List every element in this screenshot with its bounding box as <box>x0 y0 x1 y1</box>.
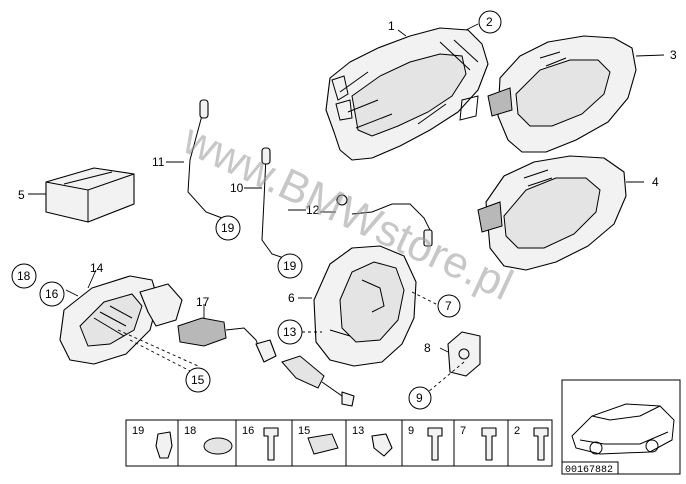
car-thumbnail: 00167882 <box>561 379 681 476</box>
legend-number-7: 7 <box>460 425 466 437</box>
callout-2-circle: 2 <box>478 10 502 34</box>
legend-icon-screw-7 <box>481 427 497 461</box>
part-3-outer-handle <box>487 35 637 153</box>
part-8-striker <box>447 331 481 377</box>
leader-lines <box>28 23 665 353</box>
part-10-rod <box>261 147 285 259</box>
reference-number: 00167882 <box>565 465 613 476</box>
legend-number-9: 9 <box>408 425 414 437</box>
part-1-handle-carrier <box>325 27 489 161</box>
part-17-cable <box>177 317 355 407</box>
callout-6: 6 <box>288 291 295 305</box>
callout-7-circle: 7 <box>437 294 461 318</box>
part-4-outer-handle <box>477 155 627 271</box>
callout-13-circle: 13 <box>277 319 303 345</box>
legend-number-19: 19 <box>132 425 144 437</box>
callout-14: 14 <box>90 261 104 275</box>
legend-icon-bolt-2 <box>533 427 549 461</box>
callout-4: 4 <box>652 175 659 189</box>
callout-9-circle: 9 <box>408 386 432 410</box>
legend-number-18: 18 <box>184 425 196 437</box>
callout-3: 3 <box>670 48 677 62</box>
callout-16: 16 <box>45 287 59 301</box>
callout-10: 10 <box>230 181 244 195</box>
callout-15: 15 <box>191 373 205 387</box>
legend-number-2: 2 <box>514 425 520 437</box>
leader-9-dashed <box>427 361 465 393</box>
callout-18: 18 <box>17 269 31 283</box>
legend-icon-plug-clip <box>155 431 173 459</box>
part-6-lock-unit <box>313 194 433 367</box>
leader-15-dashed-b <box>129 339 197 375</box>
part-11-rod <box>187 99 223 219</box>
legend-icon-bolt-9 <box>427 427 443 461</box>
legend-icon-clamp <box>371 433 393 457</box>
callout-15-circle: 15 <box>185 367 211 393</box>
leader-7-dashed <box>411 291 441 307</box>
callout-19a: 19 <box>221 221 235 235</box>
legend-icon-screw-16 <box>263 427 279 461</box>
callout-7: 7 <box>445 299 452 313</box>
legend-icon-spring-nut <box>307 433 339 455</box>
legend-number-13: 13 <box>352 425 364 437</box>
callout-11: 11 <box>152 155 165 169</box>
callout-5: 5 <box>18 188 25 202</box>
callout-19a-circle: 19 <box>215 215 241 241</box>
legend-number-16: 16 <box>242 425 254 437</box>
callout-19b: 19 <box>283 259 297 273</box>
callout-1: 1 <box>388 19 395 33</box>
part-5-box <box>45 167 135 223</box>
callout-12: 12 <box>306 203 320 217</box>
legend-icon-grommet <box>203 437 233 455</box>
callout-16-circle: 16 <box>39 281 65 307</box>
legend-number-15: 15 <box>298 425 310 437</box>
callout-19b-circle: 19 <box>277 253 303 279</box>
leader-15-dashed <box>117 329 199 367</box>
callout-2: 2 <box>486 15 493 29</box>
part-14-inner-handle <box>59 275 183 365</box>
callout-17: 17 <box>196 295 210 309</box>
legend-strip: 19 18 16 15 13 9 7 2 <box>125 419 553 467</box>
callout-18-circle: 18 <box>11 263 37 289</box>
callout-8: 8 <box>424 341 431 355</box>
callout-9: 9 <box>416 391 423 405</box>
callout-13: 13 <box>283 325 297 339</box>
